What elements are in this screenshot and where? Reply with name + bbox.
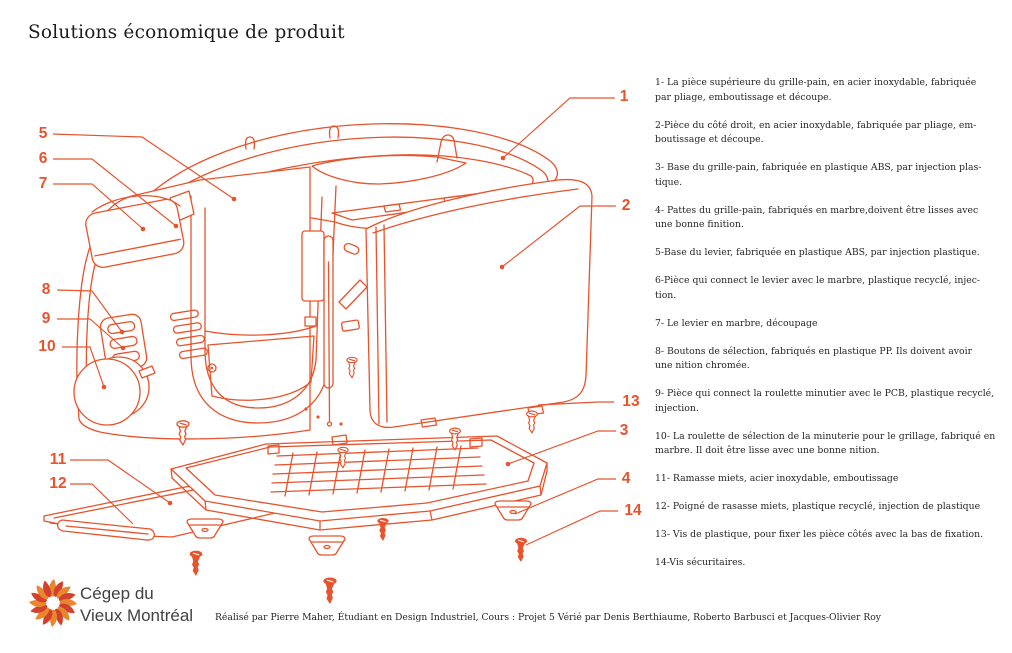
part-description-6: 6-Pièce qui connect le levier avec le ma… <box>655 275 981 301</box>
base-drawing <box>170 434 548 531</box>
part-description-3: 3- Base du grille-pain, fabriquée en pla… <box>655 162 982 188</box>
right-side-panel-drawing <box>365 178 593 429</box>
part-description-2: 2-Pièce du côté droit, en acier inoxydab… <box>655 119 977 146</box>
part-description-1: 1- La pièce supérieure du grille-pain, e… <box>655 77 977 103</box>
vent-slats-drawing <box>169 309 208 360</box>
part-description-8: 8- Boutons de sélection, fabriqués en pl… <box>655 345 973 372</box>
credit-line: Réalisé par Pierre Maher, Étudiant en De… <box>215 612 881 623</box>
part-description-4: 4- Pattes du grille-pain, fabriqués en m… <box>655 204 979 231</box>
institution-name-line1: Cégep du <box>80 584 154 603</box>
part-description-10: 10- La roulette de sélection de la minut… <box>655 430 996 457</box>
callout-2: 2 <box>621 197 631 214</box>
callout-13: 13 <box>622 393 640 410</box>
institution-name-line2: Vieux Montréal <box>80 605 194 625</box>
parts-list: 1- La pièce supérieure du grille-pain, e… <box>655 76 1012 584</box>
part-description-12: 12- Poigné de rasasse miets, plastique r… <box>655 501 981 512</box>
tray-handle-drawing <box>56 519 155 541</box>
part-description-14: 14-Vis sécuritaires. <box>655 557 746 568</box>
part-description-9: 9- Pièce qui connect la roulette minutie… <box>655 388 995 414</box>
callout-8: 8 <box>41 281 51 298</box>
callout-7: 7 <box>38 175 48 192</box>
part-description-5: 5-Base du levier, fabriquée en plastique… <box>655 247 980 258</box>
callout-10: 10 <box>38 338 56 355</box>
lever-knob-drawing <box>85 195 185 268</box>
part-description-11: 11- Ramasse miets, acier inoxydable, emb… <box>655 473 899 484</box>
callout-5: 5 <box>38 125 48 142</box>
callout-14: 14 <box>624 502 642 519</box>
cegep-logo-icon <box>29 579 77 627</box>
callout-leader-lines <box>52 97 618 546</box>
callout-1: 1 <box>619 88 629 105</box>
security-screws-drawing <box>189 517 528 605</box>
page-title: Solutions économique de produit <box>28 22 345 43</box>
callout-6: 6 <box>38 150 48 167</box>
callout-11: 11 <box>49 451 67 468</box>
part-description-7: 7- Le levier en marbre, découpage <box>655 317 818 329</box>
callout-9: 9 <box>41 310 51 327</box>
part-description-13: 13- Vis de plastique, pour fixer les piè… <box>655 529 984 540</box>
callout-3: 3 <box>619 422 629 439</box>
institution-name: Cégep du Vieux Montréal <box>80 583 193 626</box>
lever-rail-drawing <box>301 230 368 427</box>
callout-12: 12 <box>49 475 67 492</box>
timer-dial-drawing <box>73 356 156 426</box>
callout-4: 4 <box>621 470 631 487</box>
